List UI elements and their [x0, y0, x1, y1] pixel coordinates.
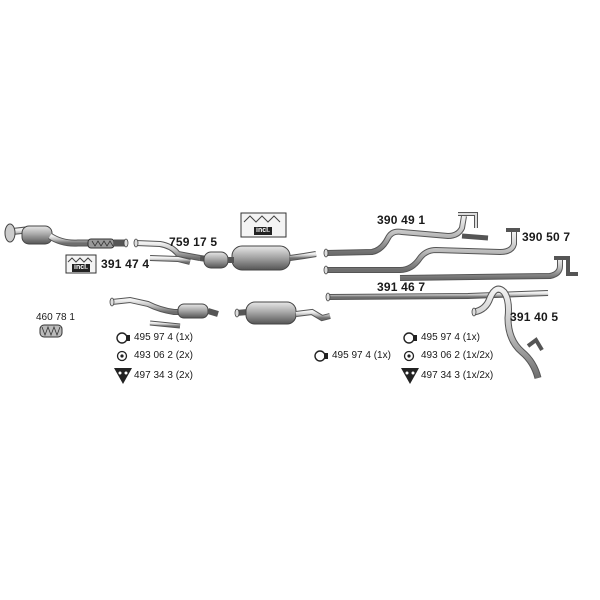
- incl-tag-upper: incl.: [254, 227, 273, 235]
- part-label-390507: 390 50 7: [522, 230, 571, 244]
- part-label-390491: 390 49 1: [377, 213, 426, 227]
- part-label-391474: 391 47 4: [101, 257, 150, 271]
- accessory-middle-1: 495 97 4 (1x): [332, 350, 391, 361]
- tail-pipe-390507: [323, 228, 578, 281]
- pipe-391467: [325, 290, 549, 302]
- accessory-right-3: 497 34 3 (1x/2x): [421, 370, 494, 381]
- rubber-mount-icon: [401, 368, 419, 384]
- accessory-right-2: 493 06 2 (1x/2x): [421, 350, 494, 361]
- clamp-icon: [314, 350, 328, 362]
- lower-front-pipe: [109, 296, 219, 329]
- part-label-391467: 391 46 7: [377, 280, 426, 294]
- centre-muffler: [199, 245, 317, 271]
- tail-pipe-390491: [323, 212, 489, 258]
- clamp-icon: [116, 332, 130, 344]
- part-label-759175: 759 17 5: [169, 235, 218, 249]
- gasket-icon: [403, 350, 415, 362]
- lower-muffler: [234, 301, 331, 325]
- accessory-left-2: 493 06 2 (2x): [134, 350, 193, 361]
- tail-pipe-391405: [471, 285, 544, 379]
- accessory-left-3: 497 34 3 (2x): [134, 370, 193, 381]
- flex-coupling-460781: [39, 324, 63, 338]
- incl-tag-lower: incl.: [72, 264, 91, 272]
- gasket-icon: [116, 350, 128, 362]
- part-label-460781: 460 78 1: [36, 312, 75, 323]
- accessory-left-1: 495 97 4 (1x): [134, 332, 193, 343]
- accessory-right-1: 495 97 4 (1x): [421, 332, 480, 343]
- clamp-icon: [403, 332, 417, 344]
- middle-pipe-759175: [133, 238, 201, 265]
- front-pipe-catalyst: [4, 223, 129, 249]
- rubber-mount-icon: [114, 368, 132, 384]
- part-label-391405: 391 40 5: [510, 310, 559, 324]
